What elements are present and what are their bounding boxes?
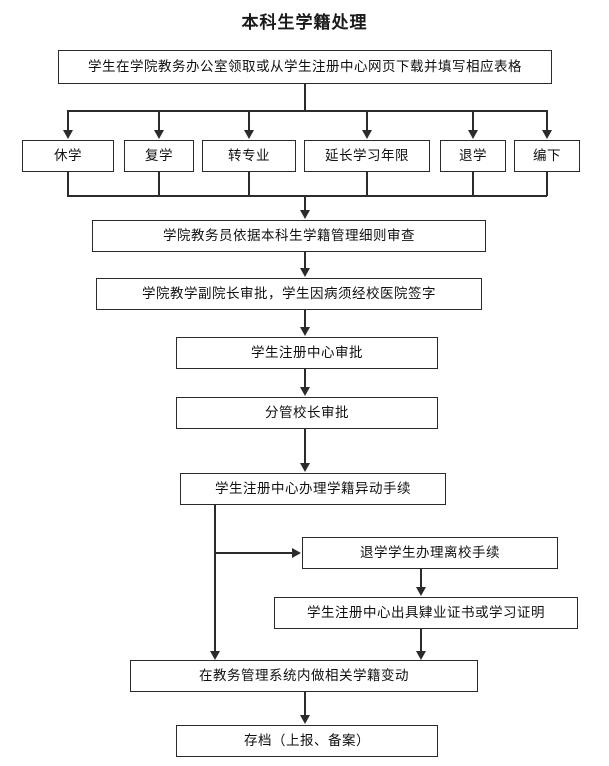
arrowhead-vicedean xyxy=(300,268,310,277)
node-option-resume: 复学 xyxy=(124,140,194,172)
connector-process-to-system-update xyxy=(214,505,216,655)
connector-fanin-6 xyxy=(546,172,548,196)
node-vice-dean-approval: 学院教学副院长审批，学生因病须经校医院签字 xyxy=(96,278,482,310)
arrowhead-fanout-4 xyxy=(362,130,372,139)
connector-fanout-5 xyxy=(472,110,474,131)
connector-vicedean-to-regcenter xyxy=(304,310,306,328)
connector-fanout-1 xyxy=(67,110,69,131)
node-withdraw-leave-school: 退学学生办理离校手续 xyxy=(302,537,558,569)
arrowhead-leave-school xyxy=(292,548,301,558)
connector-bus-to-college-review xyxy=(304,195,306,210)
arrowhead-college-review xyxy=(300,210,310,219)
node-issue-certificate: 学生注册中心出具肄业证书或学习证明 xyxy=(274,597,578,629)
connector-fanout-3 xyxy=(248,110,250,131)
arrowhead-certificate xyxy=(416,587,426,596)
connector-fanin-3 xyxy=(248,172,250,196)
arrowhead-archive xyxy=(300,715,310,724)
connector-certificate-to-system-update xyxy=(420,629,422,651)
arrowhead-fanout-2 xyxy=(154,130,164,139)
connector-fanin-1 xyxy=(67,172,69,196)
node-option-extend: 延长学习年限 xyxy=(304,140,430,172)
page-title: 本科生学籍处理 xyxy=(241,13,368,33)
node-registration-center-process: 学生注册中心办理学籍异动手续 xyxy=(180,473,446,505)
connector-system-update-to-archive xyxy=(304,692,306,715)
arrowhead-fanout-5 xyxy=(468,130,478,139)
node-option-suspend: 休学 xyxy=(22,140,114,172)
node-system-update: 在教务管理系统内做相关学籍变动 xyxy=(130,660,478,692)
arrowhead-system-update-left xyxy=(210,651,220,660)
arrowhead-system-update-right xyxy=(416,651,426,660)
node-college-review: 学院教务员依据本科生学籍管理细则审查 xyxy=(92,220,486,252)
node-option-withdraw: 退学 xyxy=(440,140,506,172)
connector-start-to-bus xyxy=(304,84,306,111)
node-archive: 存档（上报、备案） xyxy=(176,725,438,757)
connector-vicepresident-to-process xyxy=(304,429,306,464)
connector-fanin-2 xyxy=(158,172,160,196)
node-vice-president-approval: 分管校长审批 xyxy=(176,397,438,429)
connector-fanout-bus xyxy=(67,110,547,112)
connector-fanout-6 xyxy=(546,110,548,131)
connector-regcenter-to-vicepresident xyxy=(304,369,306,388)
arrowhead-process xyxy=(300,463,310,472)
connector-fanin-bus xyxy=(67,195,547,197)
node-option-demote: 编下 xyxy=(514,140,580,172)
connector-fanout-4 xyxy=(366,110,368,131)
node-start-form: 学生在学院教务办公室领取或从学生注册中心网页下载并填写相应表格 xyxy=(58,50,552,84)
arrowhead-fanout-6 xyxy=(542,130,552,139)
node-registration-center-approval: 学生注册中心审批 xyxy=(176,337,438,369)
connector-leaveschool-to-certificate xyxy=(420,569,422,588)
connector-review-to-vicedean xyxy=(304,252,306,269)
connector-fanin-5 xyxy=(472,172,474,196)
arrowhead-fanout-3 xyxy=(244,130,254,139)
connector-process-to-leave-school xyxy=(214,552,292,554)
arrowhead-regcenter xyxy=(300,327,310,336)
node-option-transfer: 转专业 xyxy=(202,140,296,172)
connector-fanout-2 xyxy=(158,110,160,131)
connector-fanin-4 xyxy=(366,172,368,196)
arrowhead-vicepresident xyxy=(300,387,310,396)
arrowhead-fanout-1 xyxy=(63,130,73,139)
